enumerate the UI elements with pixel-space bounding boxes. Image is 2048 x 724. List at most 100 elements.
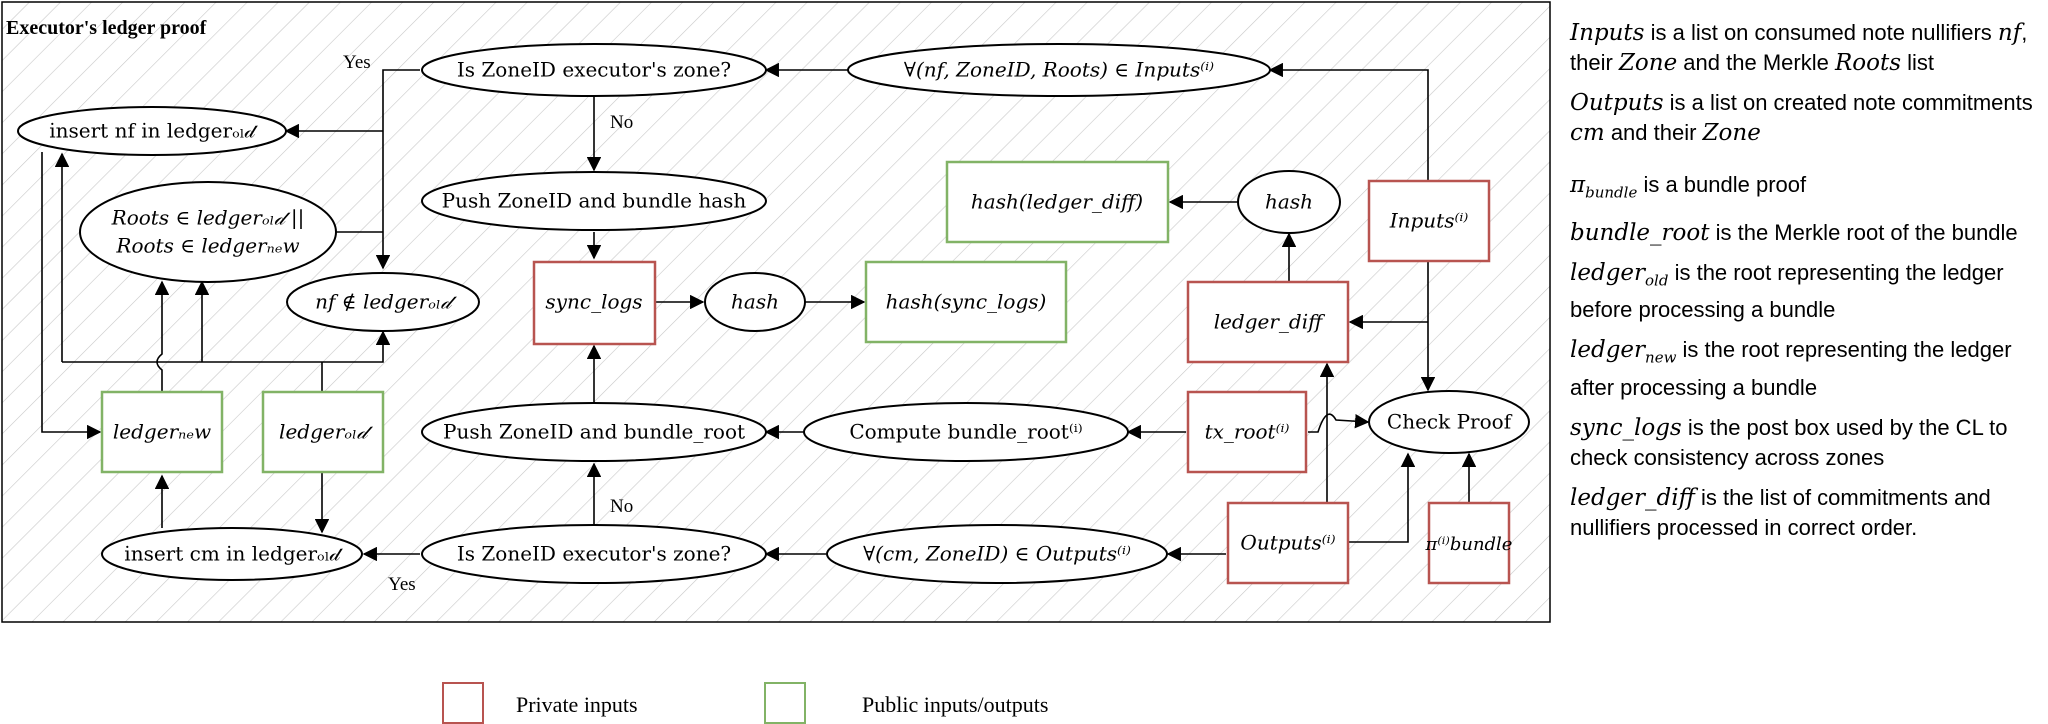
node-pi-bundle	[1427, 501, 1511, 585]
definitions-panel: Inputs is a list on consumed note nullif…	[1570, 18, 2040, 553]
def-ledger-old: ledgerold is the root representing the l…	[1570, 258, 2040, 326]
def-inputs-text1: is a list on consumed note nullifiers	[1644, 20, 1998, 45]
node-push-hash	[421, 171, 767, 231]
text-ledger-old: ledgerₒₗ𝒹	[279, 420, 374, 444]
def-ledger-new: ledgernew is the root representing the l…	[1570, 335, 2040, 403]
node-tx-root	[1186, 390, 1308, 474]
node-ledger-diff	[1186, 280, 1350, 364]
node-forall-outputs	[826, 524, 1168, 584]
def-ld-term: ledger_diff	[1570, 484, 1695, 511]
def-ln-text: is the root representing the ledger afte…	[1570, 337, 2012, 400]
legend-public-swatch	[764, 682, 806, 724]
def-outputs-cm: cm	[1570, 120, 1605, 146]
def-ln-sub: new	[1645, 348, 1677, 367]
text-roots-line1: Roots ∈ ledgerₒₗ𝒹 ||	[111, 206, 305, 231]
node-roots-check	[79, 181, 337, 283]
def-pi-sub: bundle	[1585, 183, 1638, 202]
def-pi-text: is a bundle proof	[1637, 172, 1807, 197]
def-bundle-root: bundle_root is the Merkle root of the bu…	[1570, 218, 2040, 248]
text-compute-root: Compute bundle_root⁽ⁱ⁾	[849, 420, 1082, 444]
node-sync-logs	[532, 260, 657, 346]
def-outputs-text2: and their	[1604, 120, 1703, 145]
def-inputs-term: Inputs	[1570, 20, 1645, 46]
legend-public-label: Public inputs/outputs	[862, 692, 1048, 717]
node-hash-sync-logs	[864, 260, 1068, 344]
node-forall-inputs	[847, 43, 1271, 97]
def-outputs: Outputs is a list on created note commit…	[1570, 88, 2040, 148]
node-nf-not-in	[286, 272, 480, 332]
def-ln-term: ledger	[1570, 337, 1646, 364]
legend-private-swatch	[442, 682, 484, 724]
text-check-proof: Check Proof	[1387, 410, 1513, 434]
def-inputs-text2: , their	[1570, 20, 2028, 75]
text-push-hash: Push ZoneID and bundle hash	[442, 189, 747, 213]
def-lo-sub: old	[1645, 271, 1669, 290]
text-roots-line2: Roots ∈ ledgerₙₑw	[115, 234, 299, 258]
def-inputs: Inputs is a list on consumed note nullif…	[1570, 18, 2040, 78]
text-pi-bundle: π⁽ⁱ⁾bundle	[1425, 534, 1513, 555]
def-inputs-nf: nf	[1997, 20, 2022, 46]
text-forall-inputs: ∀(nf, ZoneID, Roots) ∈ Inputs⁽ⁱ⁾	[904, 58, 1214, 82]
text-push-root: Push ZoneID and bundle_root	[443, 420, 745, 444]
label-yes-bottom: Yes	[388, 574, 416, 595]
node-hash-mid	[704, 272, 806, 332]
text-sync-logs: sync_logs	[545, 290, 642, 314]
def-inputs-text3: and the Merkle	[1677, 50, 1835, 75]
def-inputs-roots: Roots	[1834, 50, 1901, 76]
def-outputs-text1: is a list on created note commitments	[1663, 90, 2033, 115]
text-is-zone-top: Is ZoneID executor's zone?	[457, 58, 731, 82]
def-ledger-diff: ledger_diff is the list of commitments a…	[1570, 483, 2040, 543]
label-no-top: No	[610, 112, 633, 133]
def-pi: πbundle is a bundle proof	[1570, 170, 2040, 208]
text-hash-ledger-diff: hash(ledger_diff)	[971, 190, 1143, 214]
text-forall-outputs: ∀(cm, ZoneID) ∈ Outputs⁽ⁱ⁾	[863, 542, 1131, 566]
def-outputs-zone: Zone	[1702, 120, 1761, 146]
def-outputs-term: Outputs	[1570, 90, 1664, 116]
node-ledger-new	[100, 390, 224, 474]
text-is-zone-bottom: Is ZoneID executor's zone?	[457, 542, 731, 566]
node-ledger-old	[261, 390, 385, 474]
text-outputs: Outputs⁽ⁱ⁾	[1240, 531, 1335, 555]
def-pi-term: π	[1570, 172, 1586, 198]
text-ledger-diff: ledger_diff	[1214, 310, 1326, 334]
text-hash-top: hash	[1265, 190, 1313, 214]
def-sync-logs: sync_logs is the post box used by the CL…	[1570, 413, 2040, 473]
node-outputs	[1226, 501, 1350, 585]
def-sl-text: is the post box used by the CL to check …	[1570, 414, 2008, 470]
def-inputs-text4: list	[1901, 50, 1934, 75]
def-inputs-zone: Zone	[1618, 50, 1678, 76]
legend-private-label: Private inputs	[516, 692, 638, 717]
def-br-term: bundle_root	[1570, 219, 1710, 246]
text-hash-sync-logs: hash(sync_logs)	[886, 290, 1047, 314]
node-check-proof	[1368, 390, 1530, 454]
text-ledger-new: ledgerₙₑw	[113, 420, 211, 444]
text-insert-nf: insert nf in ledgerₒₗ𝒹	[49, 119, 258, 143]
edge-outputs-checkproof	[1348, 452, 1416, 543]
text-hash-mid: hash	[731, 290, 779, 314]
label-no-bottom: No	[610, 496, 633, 517]
text-nf-not-in: nf ∉ ledgerₒₗ𝒹	[315, 290, 458, 314]
frame-title: Executor's ledger proof	[6, 17, 207, 39]
edge-bus-nfnotin	[62, 330, 391, 363]
text-insert-cm: insert cm in ledgerₒₗ𝒹	[124, 542, 343, 566]
node-hash-top	[1237, 170, 1341, 234]
edge-yes-nfnotin	[375, 69, 420, 270]
text-inputs: Inputs⁽ⁱ⁾	[1389, 209, 1469, 233]
node-insert-cm	[101, 527, 363, 581]
def-lo-term: ledger	[1570, 259, 1646, 286]
def-br-text: is the Merkle root of the bundle	[1709, 219, 2018, 245]
def-sl-term: sync_logs	[1570, 414, 1682, 441]
node-insert-nf	[17, 106, 287, 156]
def-ld-text: is the list of commitments and nullifier…	[1570, 484, 1991, 540]
node-inputs	[1367, 179, 1491, 263]
node-compute-root	[803, 402, 1129, 462]
edge-inputs-forall	[1268, 62, 1429, 180]
node-push-root	[421, 402, 767, 462]
edge-insertnf-ledgernew	[41, 152, 102, 440]
node-hash-ledger-diff	[945, 160, 1170, 244]
label-yes-top: Yes	[343, 52, 371, 73]
text-tx-root: tx_root⁽ⁱ⁾	[1205, 420, 1290, 444]
def-lo-text: is the root representing the ledger befo…	[1570, 259, 2004, 323]
node-is-zone-top	[421, 43, 767, 97]
